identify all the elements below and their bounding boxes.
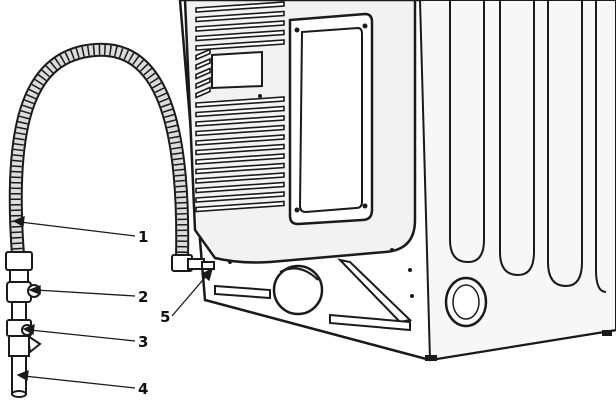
lower-bracket [214,258,413,332]
vent-slat [195,48,211,61]
callout-1: 1 [138,228,148,246]
leader-line-1 [19,221,136,237]
vent-slat [195,1,285,13]
pipe-end [11,390,27,398]
vent-slat [195,96,285,108]
screw [410,294,414,298]
vent-slat [195,191,285,203]
vent-slat [195,181,285,194]
door-screw [362,203,368,209]
vent-slat [195,67,211,80]
vent-slat [195,153,285,165]
vent-slat [195,29,285,42]
callout-3: 3 [138,333,148,351]
callout-labels: 1 2 3 4 5 [138,228,170,398]
door-screw [294,207,300,213]
vent-slat [195,124,285,137]
cabinet-foot [425,355,437,361]
vent-slat [195,39,285,51]
leader-line-3 [29,329,136,342]
vent-slat [195,105,285,118]
rear-vent-louvres [195,1,285,213]
screw [390,248,394,252]
cabinet-foot [602,330,612,336]
water-supply-pipe-assembly [5,251,42,398]
vent-slat [195,162,285,175]
door-screw [294,27,300,33]
callout-leaders [12,215,214,389]
vent-slat [195,172,285,184]
leader-arrow-4 [16,369,29,382]
callout-4: 4 [138,380,148,398]
pipe-section [8,335,30,357]
pipe-section [9,269,29,283]
dryer-inlet-fitting [171,254,215,272]
vent-outlet-cap [272,264,324,316]
vent-slat [195,143,285,156]
vent-slat [195,115,285,127]
vent-slat [195,10,285,23]
leader-arrow-5 [200,267,214,282]
rear-access-door [288,12,374,226]
fill-hose [8,42,190,259]
vent-slat [195,200,285,213]
vent-slat [195,76,211,90]
cabinet-screws [228,94,414,298]
screw [228,260,232,264]
leader-arrow-2 [28,285,41,295]
vent-slat [195,20,285,32]
leader-arrow-3 [22,323,35,336]
rating-label-plate [211,50,263,90]
callout-2: 2 [138,288,148,306]
screw [258,94,262,98]
vent-slat [195,134,285,146]
callout-5: 5 [160,308,170,326]
leader-arrow-1 [12,215,25,228]
leader-line-2 [35,289,136,297]
vent-slat [195,86,211,99]
vent-slat [195,57,211,71]
side-port-ring [452,284,480,320]
screw [408,268,412,272]
side-ribs [449,0,607,293]
hose-coupling-nut [5,251,33,271]
door-screw [362,23,368,29]
leader-line-5 [171,273,209,317]
leader-line-4 [23,375,136,389]
